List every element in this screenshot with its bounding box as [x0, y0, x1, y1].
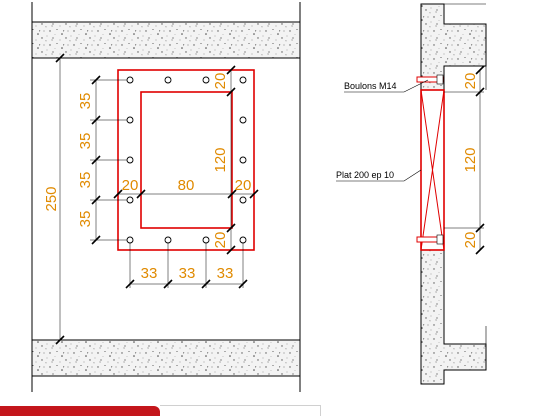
bolt-hole [126, 76, 134, 84]
section-top-dim: 20 [462, 73, 479, 90]
side-dim-left: 20 [122, 177, 139, 194]
bolt-hole [202, 236, 210, 244]
bolt-hole [239, 76, 247, 84]
bolt-hole [239, 236, 247, 244]
side-dim-middle: 80 [178, 177, 195, 194]
inner-height-dim: 120 [212, 147, 229, 172]
section-middle-dim: 120 [462, 147, 479, 172]
section-bolt-bottom [416, 234, 444, 245]
section-cross-2 [420, 89, 445, 251]
section-view: Boulons M14 Plat 200 ep 10 20 120 20 [336, 3, 487, 385]
overall-height-dim: 250 [43, 186, 60, 211]
bottom-panel-edge [160, 405, 321, 416]
bottom-dim-3: 33 [217, 265, 234, 282]
left-dim-3: 35 [77, 172, 94, 189]
bolt-hole [126, 196, 134, 204]
left-dim-2: 35 [77, 133, 94, 150]
bolt-label: Boulons M14 [344, 81, 397, 91]
bolt-leader [344, 79, 429, 93]
top-slab [31, 21, 301, 59]
top-dim: 20 [212, 73, 229, 90]
bolt-hole [126, 116, 134, 124]
bolt-hole [164, 236, 172, 244]
bottom-red-tab [0, 406, 160, 416]
inner-plate [140, 91, 233, 229]
left-dim-1: 35 [77, 93, 94, 110]
lower-concrete-section [420, 249, 487, 385]
section-bottom-dim: 20 [462, 232, 479, 249]
plate-leader [336, 169, 422, 182]
elevation-dimension-ticks [55, 53, 259, 345]
bolt-hole [239, 156, 247, 164]
bolt-hole [126, 156, 134, 164]
section-bolt-top [416, 74, 444, 85]
bolt-hole [239, 116, 247, 124]
section-dimension-lines [444, 70, 484, 250]
bolt-hole [239, 196, 247, 204]
bolt-hole [164, 76, 172, 84]
left-dim-4: 35 [77, 211, 94, 228]
side-dim-right: 20 [235, 177, 252, 194]
plate-label: Plat 200 ep 10 [336, 170, 394, 180]
elevation-view: 35 35 35 35 250 20 120 20 20 80 20 33 33… [31, 2, 301, 392]
bolt-hole [202, 76, 210, 84]
bottom-slab [31, 339, 301, 377]
section-dimension-ticks [475, 65, 485, 255]
outer-plate [117, 69, 255, 251]
bottom-dim-1: 33 [141, 265, 158, 282]
bottom-dim: 20 [212, 232, 229, 249]
bolt-hole [126, 236, 134, 244]
bottom-dim-2: 33 [179, 265, 196, 282]
